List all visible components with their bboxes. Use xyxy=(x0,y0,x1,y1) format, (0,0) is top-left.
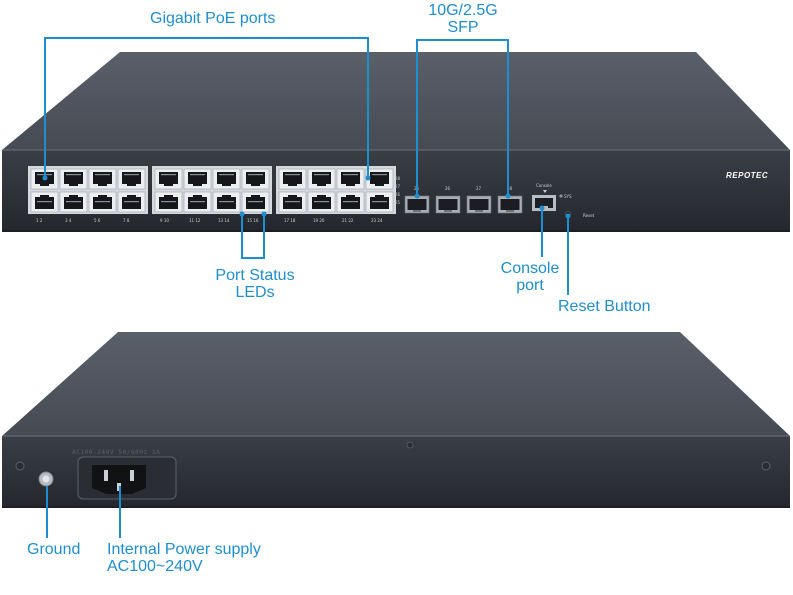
rj45-port xyxy=(154,168,183,190)
rj45-port xyxy=(212,168,241,190)
sfp-port-number: 27 xyxy=(476,186,482,191)
port-number-label: 1 2 xyxy=(36,218,43,223)
port-number-label: 5 6 xyxy=(94,218,101,223)
callout-sfp-line1: 10G/2.5G xyxy=(428,2,498,19)
rj45-port xyxy=(88,168,117,190)
console-silk-label: Console xyxy=(536,183,552,188)
callout-port-status-leds: Port Status LEDs xyxy=(196,267,314,301)
rj45-ports xyxy=(30,168,394,213)
callout-dots xyxy=(42,175,571,219)
led-legend-label: 25 xyxy=(395,200,401,205)
callout-internal-power: Internal Power supply AC100~240V xyxy=(107,541,261,575)
rj45-port xyxy=(183,168,212,190)
callout-power-line2: AC100~240V xyxy=(107,558,203,575)
sys-led: SYS xyxy=(559,194,572,199)
callout-reset-button: Reset Button xyxy=(558,298,651,315)
reset-silk-label: Reset xyxy=(583,213,595,218)
led-legend-label: 28 xyxy=(395,176,401,181)
port-number-label: 3 4 xyxy=(65,218,72,223)
rj45-port xyxy=(183,191,212,213)
rj45-port xyxy=(241,168,270,190)
sfp-port: 26 xyxy=(435,186,461,214)
mount-hole xyxy=(15,461,25,471)
callout-power-line1: Internal Power supply xyxy=(107,541,261,558)
rj45-port xyxy=(59,168,88,190)
rj45-port xyxy=(365,168,394,190)
port-number-label: 9 10 xyxy=(160,218,169,223)
port-number-label: 15 16 xyxy=(247,218,259,223)
callout-sfp-line2: SFP xyxy=(447,19,479,36)
console-arrow-icon xyxy=(543,190,547,193)
port-number-labels: 1 2 3 4 5 6 7 8 9 10 11 12 13 14 15 16 17 18 19 2… xyxy=(36,218,383,223)
brand-logo: REPOTEC xyxy=(726,171,768,180)
screw xyxy=(406,441,414,449)
iec-power-inlet xyxy=(77,456,177,500)
mount-hole xyxy=(761,461,771,471)
led-legend: 28 27 26 25 xyxy=(395,176,401,205)
rj45-port xyxy=(278,168,307,190)
callout-console-line2: port xyxy=(516,277,544,294)
rj45-port xyxy=(278,191,307,213)
rj45-port xyxy=(117,168,146,190)
callout-gigabit-poe: Gigabit PoE ports xyxy=(150,10,276,27)
callout-line-leds xyxy=(241,214,265,259)
port-number-label: 11 12 xyxy=(189,218,201,223)
ground-screw-icon xyxy=(38,471,54,487)
callout-lines xyxy=(44,37,569,538)
sfp-ports: 25 26 27 28 xyxy=(404,186,523,214)
rj45-port xyxy=(241,191,270,213)
rj45-port xyxy=(365,191,394,213)
rj45-port xyxy=(154,191,183,213)
callout-line-poe xyxy=(44,37,369,178)
rj45-port xyxy=(307,168,336,190)
port-number-label: 19 20 xyxy=(313,218,325,223)
front-switch: 1 2 3 4 5 6 7 8 9 10 11 12 13 14 15 16 17 18 19 2… xyxy=(2,52,790,232)
sfp-port-number: 26 xyxy=(445,186,451,191)
callout-line-sfp xyxy=(416,39,509,196)
sfp-port: 25 xyxy=(404,186,430,214)
sfp-port-number: 28 xyxy=(507,186,513,191)
power-rating-silk: AC100-240V 50/60Hz 1A xyxy=(72,449,160,456)
sfp-port: 28 xyxy=(497,186,523,214)
rj45-port xyxy=(88,191,117,213)
rj45-port xyxy=(59,191,88,213)
port-number-label: 13 14 xyxy=(218,218,230,223)
port-number-label: 7 8 xyxy=(123,218,130,223)
front-chassis-top xyxy=(2,52,790,150)
callout-leds-line1: Port Status xyxy=(215,267,295,284)
rj45-port xyxy=(336,191,365,213)
rj45-port xyxy=(212,191,241,213)
port-number-label: 23 24 xyxy=(371,218,383,223)
rj45-port xyxy=(117,191,146,213)
callout-console-line1: Console xyxy=(500,260,560,277)
rear-chassis-top xyxy=(2,332,790,436)
svg-text:SYS: SYS xyxy=(564,194,572,199)
callout-ground: Ground xyxy=(27,541,81,558)
rear-switch: AC100-240V 50/60Hz 1A xyxy=(2,332,790,508)
sfp-port: 27 xyxy=(466,186,492,214)
port-number-label: 21 22 xyxy=(342,218,354,223)
callout-leds-line2: LEDs xyxy=(235,284,275,301)
port-number-label: 17 18 xyxy=(284,218,296,223)
callout-sfp: 10G/2.5G SFP xyxy=(416,2,510,36)
callout-console-port: Console port xyxy=(490,260,570,294)
rj45-port xyxy=(30,191,59,213)
rj45-port xyxy=(307,191,336,213)
led-legend-label: 26 xyxy=(395,192,401,197)
rj45-port xyxy=(336,168,365,190)
led-legend-label: 27 xyxy=(395,184,401,189)
